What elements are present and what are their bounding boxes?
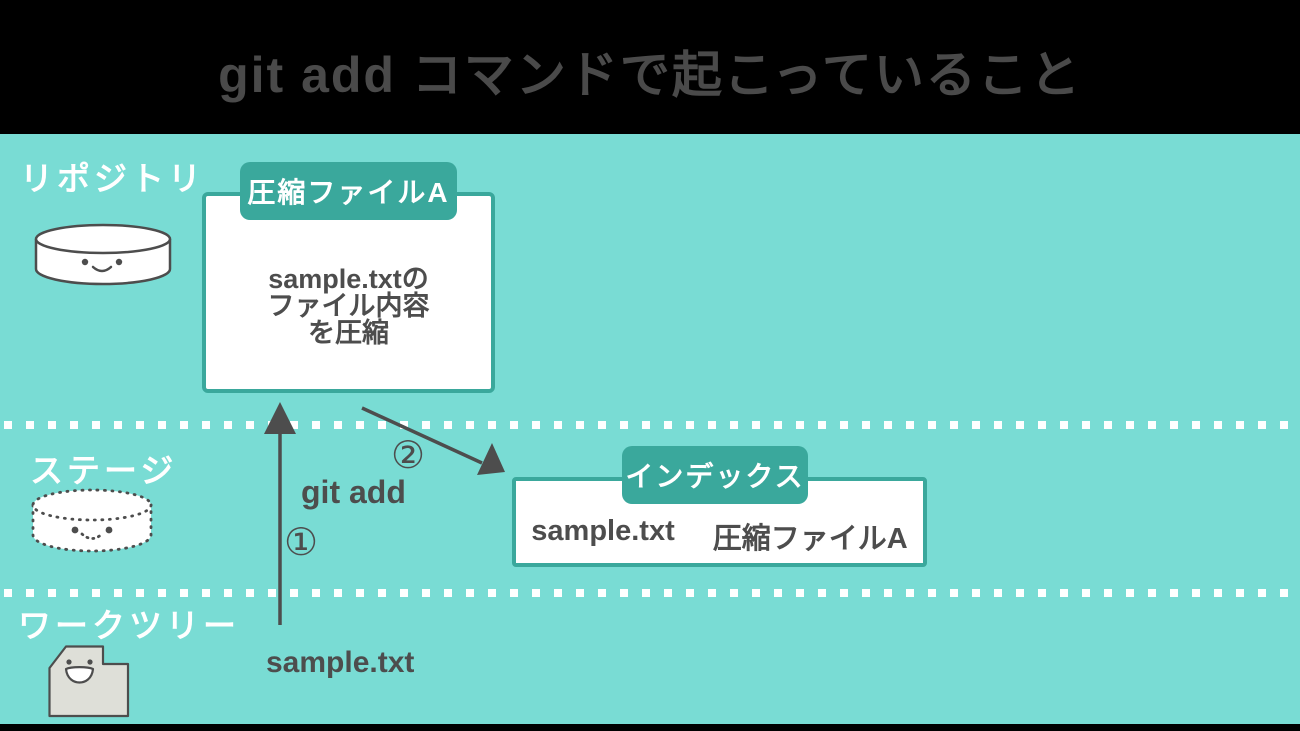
arrow-repository-to-index <box>361 406 505 475</box>
section-label-stage: ステージ <box>30 452 178 489</box>
compressed-file-line-1: sample.txtの <box>268 264 429 294</box>
stage-dotted-cylinder-icon <box>31 488 153 553</box>
index-entry-blob: 圧縮ファイルA <box>712 523 908 555</box>
bottom-frame-bar <box>0 724 1300 731</box>
section-label-worktree: ワークツリー <box>18 607 240 644</box>
step-1-marker: ① <box>284 522 319 564</box>
stage-worktree-divider <box>4 589 1300 597</box>
worktree-file-name: sample.txt <box>266 646 415 679</box>
compressed-file-description: sample.txtの ファイル内容 を圧縮 <box>206 196 491 347</box>
index-label: インデックス <box>622 446 808 504</box>
title-bar: git add コマンドで起こっていること <box>0 0 1300 134</box>
compressed-file-line-2: ファイル内容 <box>267 291 430 321</box>
compressed-file-label: 圧縮ファイルA <box>240 162 457 220</box>
step-2-marker: ② <box>391 435 426 477</box>
diagram-canvas: リポジトリ ステージ ワークツリー sample.t <box>0 134 1300 724</box>
repository-stage-divider <box>4 421 1300 429</box>
compressed-file-line-3: を圧縮 <box>308 318 389 348</box>
repository-cylinder-icon <box>34 223 172 286</box>
index-entries: sample.txt 圧縮ファイルA <box>516 481 923 557</box>
git-add-command-label: git add <box>301 474 406 510</box>
index-entry-filename: sample.txt <box>531 515 675 547</box>
compressed-file-box: sample.txtの ファイル内容 を圧縮 <box>202 192 495 393</box>
section-label-repository: リポジトリ <box>20 160 205 197</box>
worktree-folder-icon <box>48 645 130 718</box>
page-title: git add コマンドで起こっていること <box>218 47 1082 103</box>
